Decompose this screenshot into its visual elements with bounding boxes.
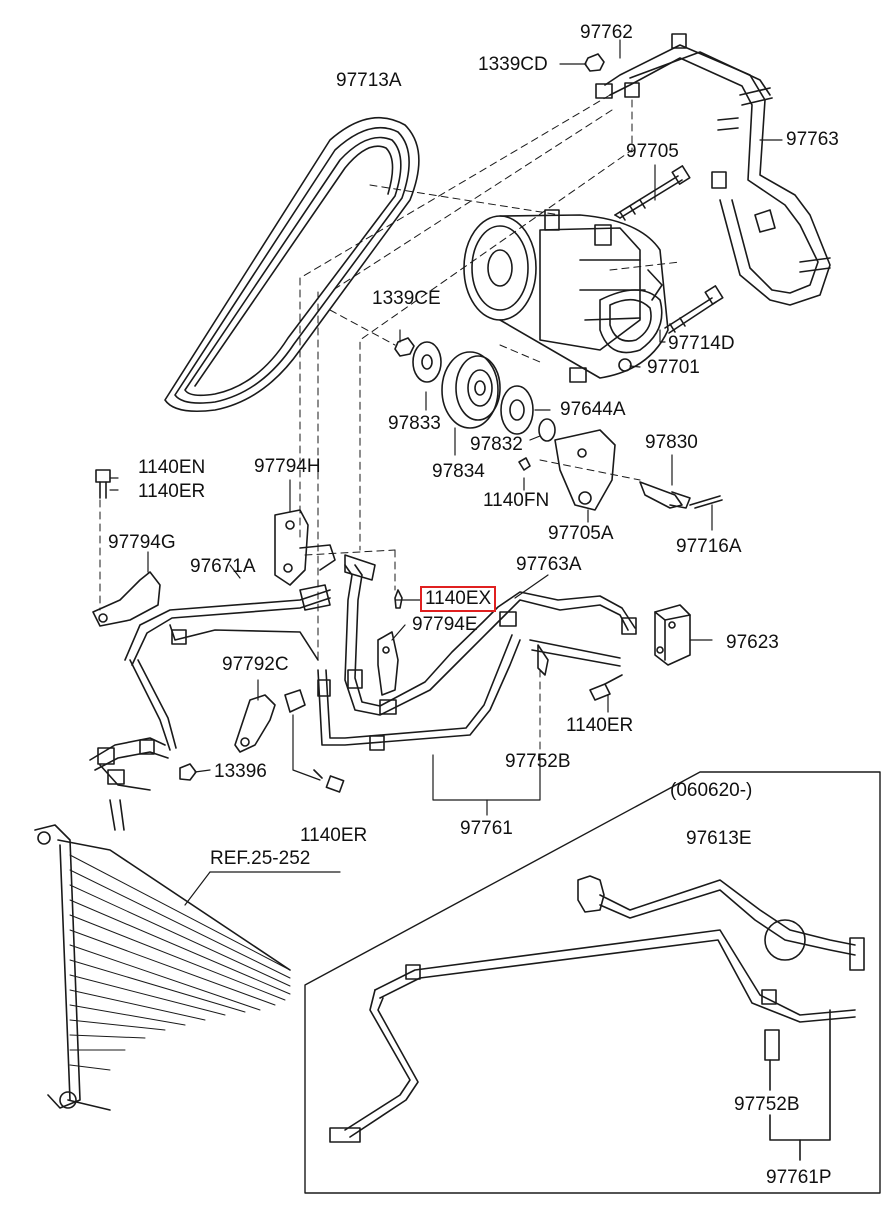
discharge-hose: [595, 33, 831, 306]
drive-belt: [164, 117, 420, 413]
label-97830[interactable]: 97830: [645, 432, 698, 453]
dashed-guides: [99, 94, 681, 756]
bolt-97705: [614, 165, 691, 221]
label-1339CD[interactable]: 1339CD: [478, 54, 548, 75]
label-97752B-main[interactable]: 97752B: [505, 751, 571, 772]
label-97832[interactable]: 97832: [470, 434, 523, 455]
label-97794G[interactable]: 97794G: [108, 532, 176, 553]
label-97644A[interactable]: 97644A: [560, 399, 626, 420]
label-97763A[interactable]: 97763A: [516, 554, 582, 575]
bolt-1140EX: [394, 589, 403, 609]
bracket-97794G: [92, 571, 161, 627]
bracket-97794E: [377, 631, 399, 696]
label-97623[interactable]: 97623: [726, 632, 779, 653]
suction-hose-97761: [317, 634, 621, 751]
label-97762[interactable]: 97762: [580, 22, 633, 43]
label-97833[interactable]: 97833: [388, 413, 441, 434]
label-97613E[interactable]: 97613E: [686, 828, 752, 849]
label-97794H[interactable]: 97794H: [254, 456, 321, 477]
pulley-assembly: [394, 337, 556, 442]
label-97701[interactable]: 97701: [647, 357, 700, 378]
bolt-1140ER-lower: [313, 769, 345, 793]
hose-97763A: [344, 554, 637, 716]
bolt-1140ER-right: [589, 674, 623, 701]
bracket-97794H: [274, 509, 336, 586]
label-97671A[interactable]: 97671A: [190, 556, 256, 577]
label-97752B-inset[interactable]: 97752B: [734, 1094, 800, 1115]
inset-box: [304, 771, 881, 1194]
ac-compressor: [463, 209, 669, 383]
mounting-bracket: [518, 429, 723, 511]
condenser: [34, 824, 291, 1111]
label-1140EX-highlighted[interactable]: 1140EX: [419, 586, 497, 612]
label-1339CE[interactable]: 1339CE: [372, 288, 441, 309]
label-97792C[interactable]: 97792C: [222, 654, 289, 675]
label-1140EN[interactable]: 1140EN: [138, 457, 206, 478]
inset-date-label: (060620-): [670, 780, 753, 801]
label-1140FN[interactable]: 1140FN: [483, 490, 550, 511]
label-97705[interactable]: 97705: [626, 141, 679, 162]
nut-1339CD: [584, 53, 605, 72]
expansion-valve: [654, 604, 691, 666]
label-97763[interactable]: 97763: [786, 129, 839, 150]
label-97714D[interactable]: 97714D: [668, 333, 735, 354]
label-1140ER-bottom[interactable]: 1140ER: [300, 825, 368, 846]
bolt-1140EN: [95, 469, 111, 499]
label-13396[interactable]: 13396: [214, 761, 267, 782]
label-97834[interactable]: 97834: [432, 461, 485, 482]
label-97761[interactable]: 97761: [460, 818, 513, 839]
bolt-97714D: [664, 285, 724, 334]
label-ref-25-252[interactable]: REF.25-252: [210, 848, 311, 869]
label-97761P[interactable]: 97761P: [766, 1167, 832, 1188]
label-1140ER-right[interactable]: 1140ER: [566, 715, 634, 736]
condenser-fittings: [89, 737, 197, 831]
leader-lines: [109, 39, 783, 906]
bracket-97792C: [234, 689, 306, 753]
label-97716A[interactable]: 97716A: [676, 536, 742, 557]
label-97794E[interactable]: 97794E: [412, 614, 478, 635]
label-1140ER-top[interactable]: 1140ER: [138, 481, 206, 502]
label-97713A[interactable]: 97713A: [336, 70, 402, 91]
label-97705A[interactable]: 97705A: [548, 523, 614, 544]
hose-97671A: [124, 584, 331, 751]
